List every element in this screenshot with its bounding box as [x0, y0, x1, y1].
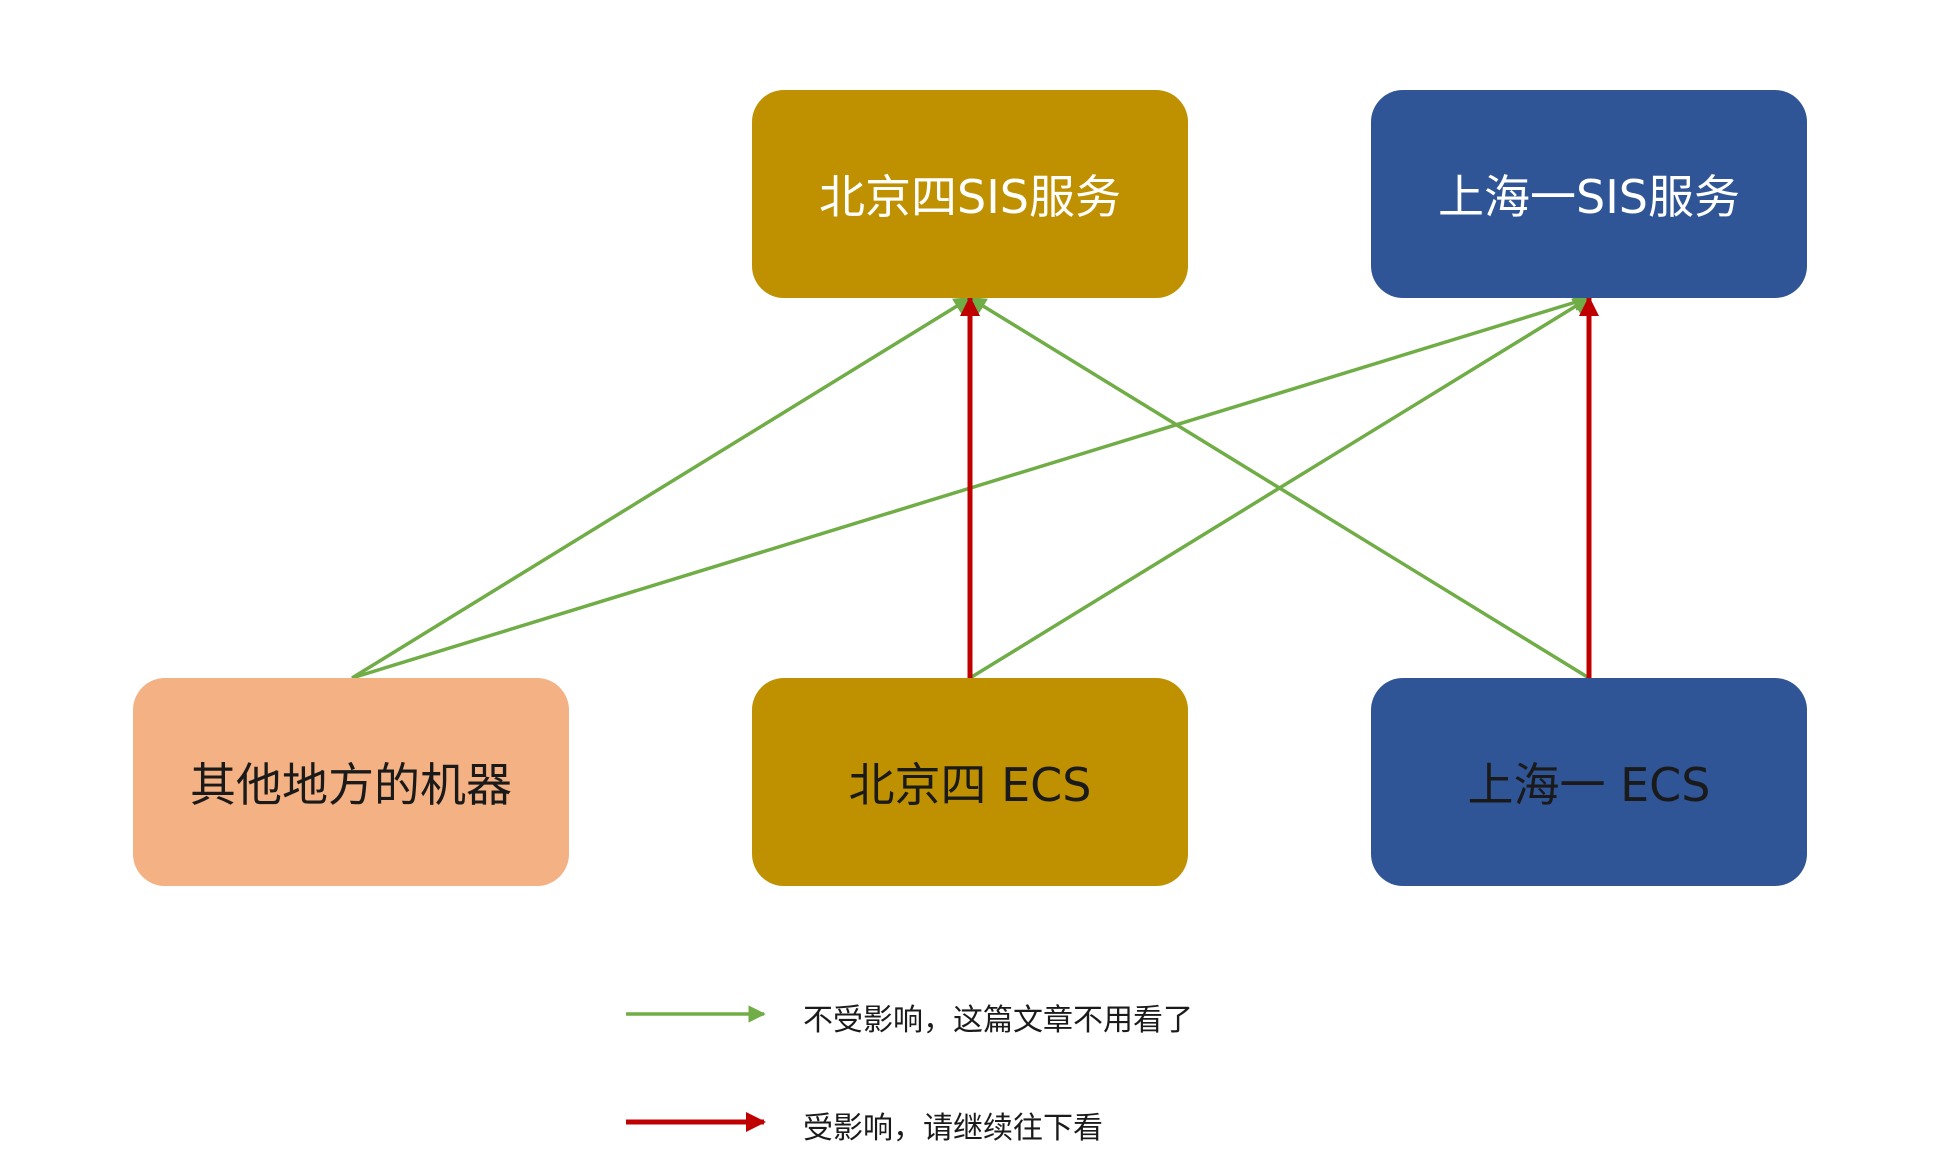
node-shanghai1-sis-service: 上海一SIS服务 [1371, 90, 1807, 298]
node-label: 上海一SIS服务 [1438, 170, 1740, 224]
node-label: 北京四SIS服务 [819, 170, 1121, 224]
node-other-machines: 其他地方的机器 [133, 678, 569, 886]
edge-sh_ecs-to-bj_sis [968, 296, 1590, 680]
legend-label-unaffected: 不受影响，这篇文章不用看了 [803, 1003, 1193, 1038]
legend-label-affected: 受影响，请继续往下看 [803, 1111, 1103, 1146]
node-label: 其他地方的机器 [190, 758, 512, 812]
node-label: 北京四 ECS [848, 758, 1092, 812]
node-shanghai1-ecs: 上海一 ECS [1371, 678, 1807, 886]
edge-group [351, 294, 1599, 680]
node-label: 上海一 ECS [1467, 758, 1711, 812]
node-beijing4-ecs: 北京四 ECS [752, 678, 1188, 886]
node-beijing4-sis-service: 北京四SIS服务 [752, 90, 1188, 298]
edge-other-to-bj_sis [351, 296, 972, 680]
